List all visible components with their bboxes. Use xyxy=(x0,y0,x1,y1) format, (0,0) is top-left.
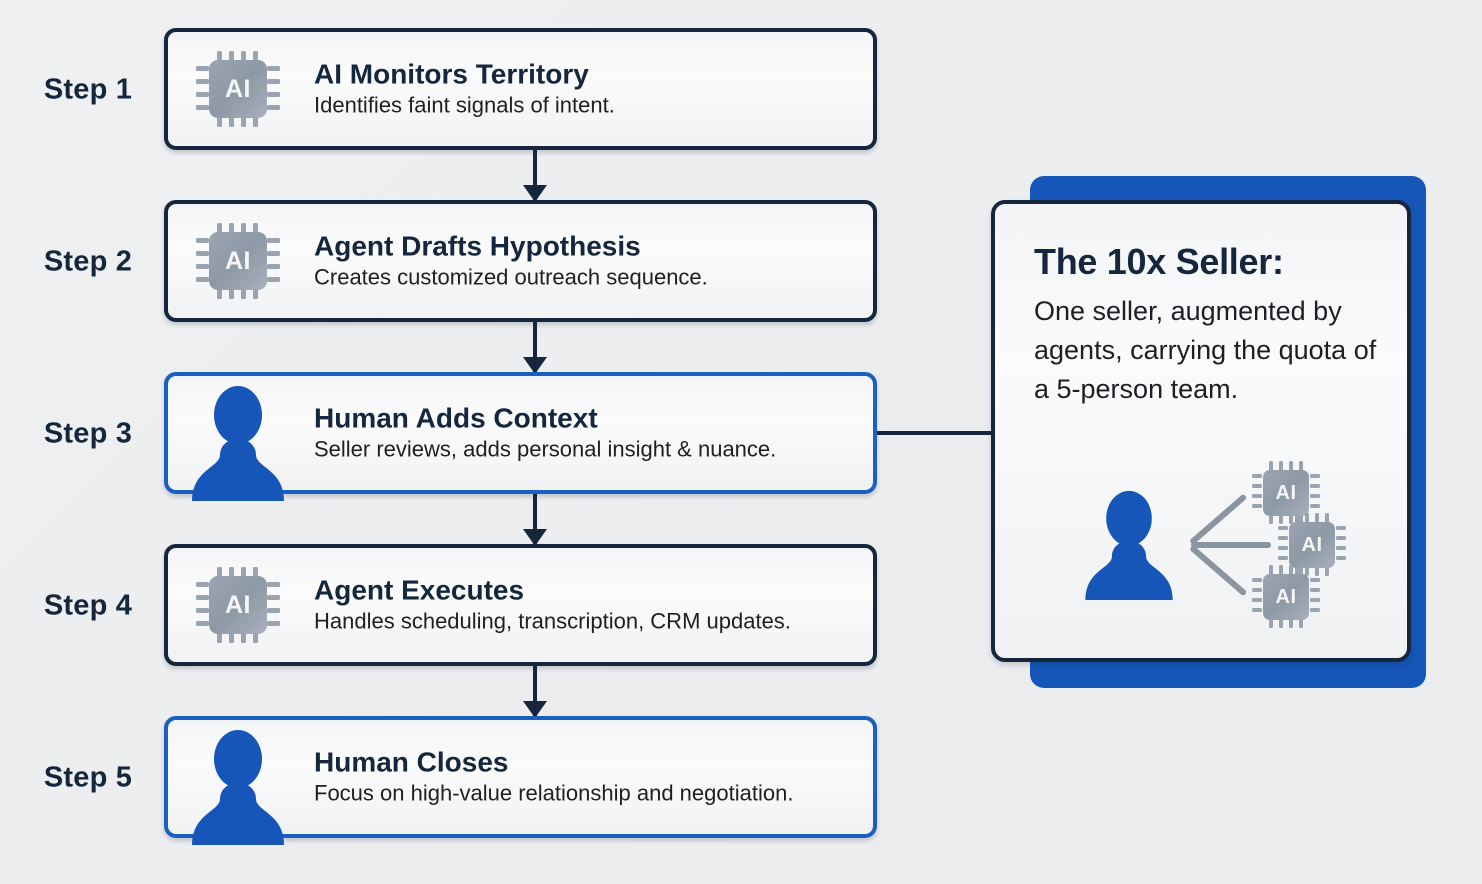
ai-chip-icon: AI xyxy=(190,553,286,657)
chip-label: AI xyxy=(1275,482,1297,504)
step-text-3: Human Adds Context Seller reviews, adds … xyxy=(314,403,859,464)
step-row-1: Step 1 xyxy=(0,28,900,152)
spoke-line-middle xyxy=(1191,542,1271,548)
step-subtitle-5: Focus on high-value relationship and neg… xyxy=(314,780,794,806)
hub-spoke-diagram: AI xyxy=(995,416,1411,656)
person-icon xyxy=(190,725,286,845)
panel-title: The 10x Seller: xyxy=(1034,241,1284,282)
step-subtitle-3: Seller reviews, adds personal insight & … xyxy=(314,436,777,462)
step-title-4: Agent Executes xyxy=(314,574,525,606)
panel-body-text: One seller, augmented by agents, carryin… xyxy=(1034,296,1377,405)
step-subtitle-1: Identifies faint signals of intent. xyxy=(314,92,615,118)
step-title-1: AI Monitors Territory xyxy=(314,58,589,90)
step-row-2: Step 2 xyxy=(0,200,900,324)
person-silhouette xyxy=(192,386,284,501)
chip-label: AI xyxy=(225,590,251,619)
step-box-2[interactable]: AI Agent Drafts Hypothesis Creates custo… xyxy=(164,200,877,322)
step-label-3: Step 3 xyxy=(43,417,133,450)
chip-label: AI xyxy=(225,246,251,275)
step-label-2: Step 2 xyxy=(43,245,133,278)
person-icon xyxy=(1077,488,1181,600)
ai-chip-icon: AI xyxy=(1247,554,1325,640)
ten-x-seller-panel[interactable]: The 10x Seller: One seller, augmented by… xyxy=(991,200,1411,662)
step-row-5: Step 5 Human Closes Focus on high-value … xyxy=(0,716,900,845)
step-box-1[interactable]: AI AI Monitors Territory Identifies fain… xyxy=(164,28,877,150)
flow-arrow-1 xyxy=(533,150,537,200)
step-subtitle-4: Handles scheduling, transcription, CRM u… xyxy=(314,608,791,634)
step-text-1: AI Monitors Territory Identifies faint s… xyxy=(314,59,859,120)
chip-label: AI xyxy=(1301,534,1323,556)
flow-arrow-3 xyxy=(533,494,537,544)
ai-chip-icon: AI xyxy=(190,209,286,313)
branch-connector-horizontal xyxy=(877,431,995,435)
step-label-4: Step 4 xyxy=(43,589,133,622)
step-subtitle-2: Creates customized outreach sequence. xyxy=(314,264,708,290)
chip-label: AI xyxy=(225,74,251,103)
step-title-5: Human Closes xyxy=(314,746,509,778)
step-title-2: Agent Drafts Hypothesis xyxy=(314,230,641,262)
chip-label: AI xyxy=(1275,586,1297,608)
spoke-line-top xyxy=(1189,493,1248,546)
person-icon xyxy=(190,381,286,501)
person-silhouette xyxy=(192,730,284,845)
flow-arrow-2 xyxy=(533,322,537,372)
step-text-5: Human Closes Focus on high-value relatio… xyxy=(314,747,859,808)
step-row-4: Step 4 xyxy=(0,544,900,668)
step-title-3: Human Adds Context xyxy=(314,402,598,434)
ai-chip-icon: AI xyxy=(1273,502,1351,588)
step-box-5[interactable]: Human Closes Focus on high-value relatio… xyxy=(164,716,877,845)
step-row-3: Step 3 Human Adds Context Seller reviews… xyxy=(0,372,900,501)
step-text-2: Agent Drafts Hypothesis Creates customiz… xyxy=(314,231,859,292)
ai-chip-icon: AI xyxy=(190,37,286,141)
flow-arrow-4 xyxy=(533,666,537,716)
step-text-4: Agent Executes Handles scheduling, trans… xyxy=(314,575,859,636)
step-label-1: Step 1 xyxy=(43,73,133,106)
step-box-3[interactable]: Human Adds Context Seller reviews, adds … xyxy=(164,372,877,501)
step-box-4[interactable]: AI Agent Executes Handles scheduling, tr… xyxy=(164,544,877,666)
spoke-line-bottom xyxy=(1189,544,1248,597)
ai-chip-icon: AI xyxy=(1247,450,1325,536)
step-label-5: Step 5 xyxy=(43,761,133,794)
person-silhouette xyxy=(1085,490,1173,600)
